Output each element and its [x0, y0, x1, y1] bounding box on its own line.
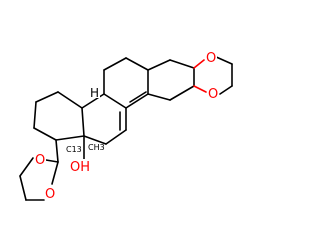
structure-diagram: O O O O OH H C13 CH3	[19, 51, 233, 202]
ketal-a-bottom-oxygen: O	[208, 87, 218, 102]
c17-ketal-link-bond	[55, 139, 59, 163]
label-bg	[68, 159, 94, 173]
ketal-a-ring-bond	[219, 85, 233, 95]
hydroxyl-oxygen: OH	[70, 160, 90, 175]
ketal-d-o-bond	[45, 159, 59, 163]
ring-c-bond	[81, 107, 85, 137]
ring-d-bond	[33, 127, 57, 141]
ring-a-bond	[169, 59, 195, 69]
ring-c-bond	[105, 129, 127, 145]
ring-d-bond	[35, 91, 59, 103]
ketal-a-o-bond	[193, 85, 207, 93]
label-bg	[205, 51, 217, 63]
methyl-stereo-label: CH3	[88, 143, 105, 152]
ring-d-bond	[55, 135, 85, 141]
label-bg	[90, 86, 100, 98]
label-bg	[34, 153, 46, 165]
ring-b-bond	[103, 57, 127, 71]
ring-a-bond	[147, 93, 171, 101]
ketal-d-top-oxygen: O	[35, 153, 45, 168]
label-bg	[207, 87, 219, 99]
c13-stereo-label: C13	[66, 145, 82, 154]
c9-hydrogen: H	[90, 86, 99, 100]
ring-b-bond	[103, 93, 127, 109]
ring-a-bond	[147, 59, 171, 71]
ketal-d-ring-bond	[19, 157, 34, 177]
label-bg	[44, 187, 56, 199]
ring-b-bond	[125, 57, 149, 71]
ketal-a-top-oxygen: O	[206, 51, 216, 66]
ring-a-bond	[169, 85, 195, 101]
ring-b-bond	[125, 93, 149, 109]
atom-labels: O O O O OH H C13 CH3	[34, 51, 219, 202]
ketal-d-bottom-oxygen: O	[45, 187, 55, 202]
ring-c-bond	[83, 135, 107, 145]
ring-c-bond	[81, 93, 105, 109]
ring-b-double-bond	[129, 91, 147, 103]
ring-bonds	[19, 55, 233, 201]
ketal-a-o-bond	[193, 59, 205, 69]
ring-d-bond	[57, 91, 83, 109]
ketal-d-ring-bond	[19, 175, 27, 201]
ketal-d-o-bond	[51, 161, 59, 185]
ring-d-bond	[33, 101, 37, 129]
